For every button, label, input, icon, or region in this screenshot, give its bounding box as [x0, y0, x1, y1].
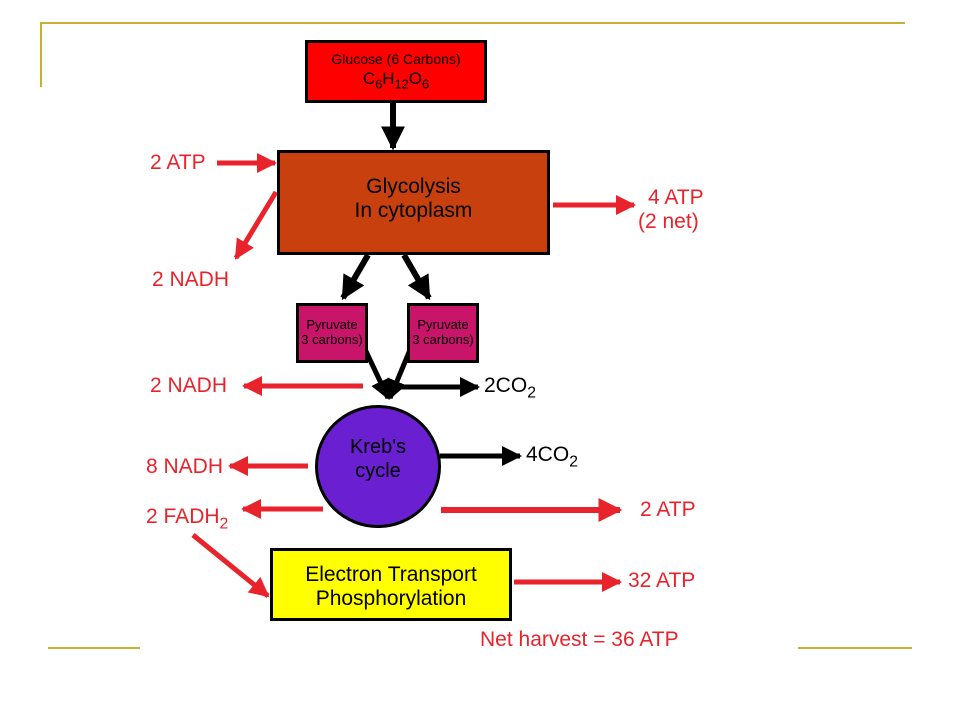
atp-input-label: 2 ATP — [150, 151, 206, 174]
krebs-subtitle: cycle — [355, 460, 401, 482]
krebs-cycle-circle: Kreb's cycle — [315, 405, 441, 528]
pyruvate-left-carbons: 3 carbons) — [301, 332, 363, 347]
glycolysis-location: In cytoplasm — [354, 199, 473, 222]
bottom-left-decor-line — [48, 647, 140, 649]
top-decor-line — [40, 22, 905, 24]
pyruvate-left-name: Pyruvate — [306, 317, 358, 332]
nadh-pyruvate-label: 2 NADH — [150, 374, 228, 397]
pyruvate-right-carbons: 3 carbons) — [412, 332, 474, 347]
glycolysis-box: Glycolysis In cytoplasm — [277, 150, 550, 255]
glycolysis-title: Glycolysis — [366, 175, 461, 198]
arrow-glycolysis-to-pyruvate-right — [401, 253, 432, 301]
atp-glycolysis-label: 4 ATP — [648, 186, 704, 209]
net-harvest-label: Net harvest = 36 ATP — [480, 628, 679, 651]
glucose-formula: C6H12O6 — [362, 69, 430, 92]
nadh-glycolysis-label: 2 NADH — [152, 268, 230, 291]
co2-pyruvate-label: 2CO2 — [484, 374, 536, 402]
krebs-title: Kreb's — [349, 436, 407, 458]
pyruvate-box-left: Pyruvate 3 carbons) — [296, 303, 368, 363]
fadh-krebs-label: 2 FADH2 — [146, 505, 229, 533]
pyruvate-right-name: Pyruvate — [417, 317, 469, 332]
atp-glycolysis-net-label: (2 net) — [638, 210, 699, 233]
glucose-label: Glucose (6 Carbons) — [331, 51, 461, 67]
pyruvate-box-right: Pyruvate 3 carbons) — [407, 303, 479, 363]
co2-krebs-label: 4CO2 — [526, 443, 578, 471]
glucose-box: Glucose (6 Carbons) C6H12O6 — [305, 40, 487, 103]
etc-subtitle: Phosphorylation — [315, 587, 467, 610]
nadh-krebs-label: 8 NADH — [146, 455, 224, 478]
etc-title: Electron Transport — [305, 563, 477, 586]
arrow-nadh-glycolysis — [233, 190, 279, 260]
bottom-right-decor-line — [798, 647, 912, 649]
arrow-fadh-to-etc — [191, 533, 270, 598]
left-decor-line — [40, 22, 42, 87]
electron-transport-box: Electron Transport Phosphorylation — [270, 548, 512, 621]
atp-etc-label: 32 ATP — [628, 569, 696, 592]
atp-krebs-label: 2 ATP — [640, 498, 696, 521]
arrow-glycolysis-to-pyruvate-left — [340, 253, 371, 301]
